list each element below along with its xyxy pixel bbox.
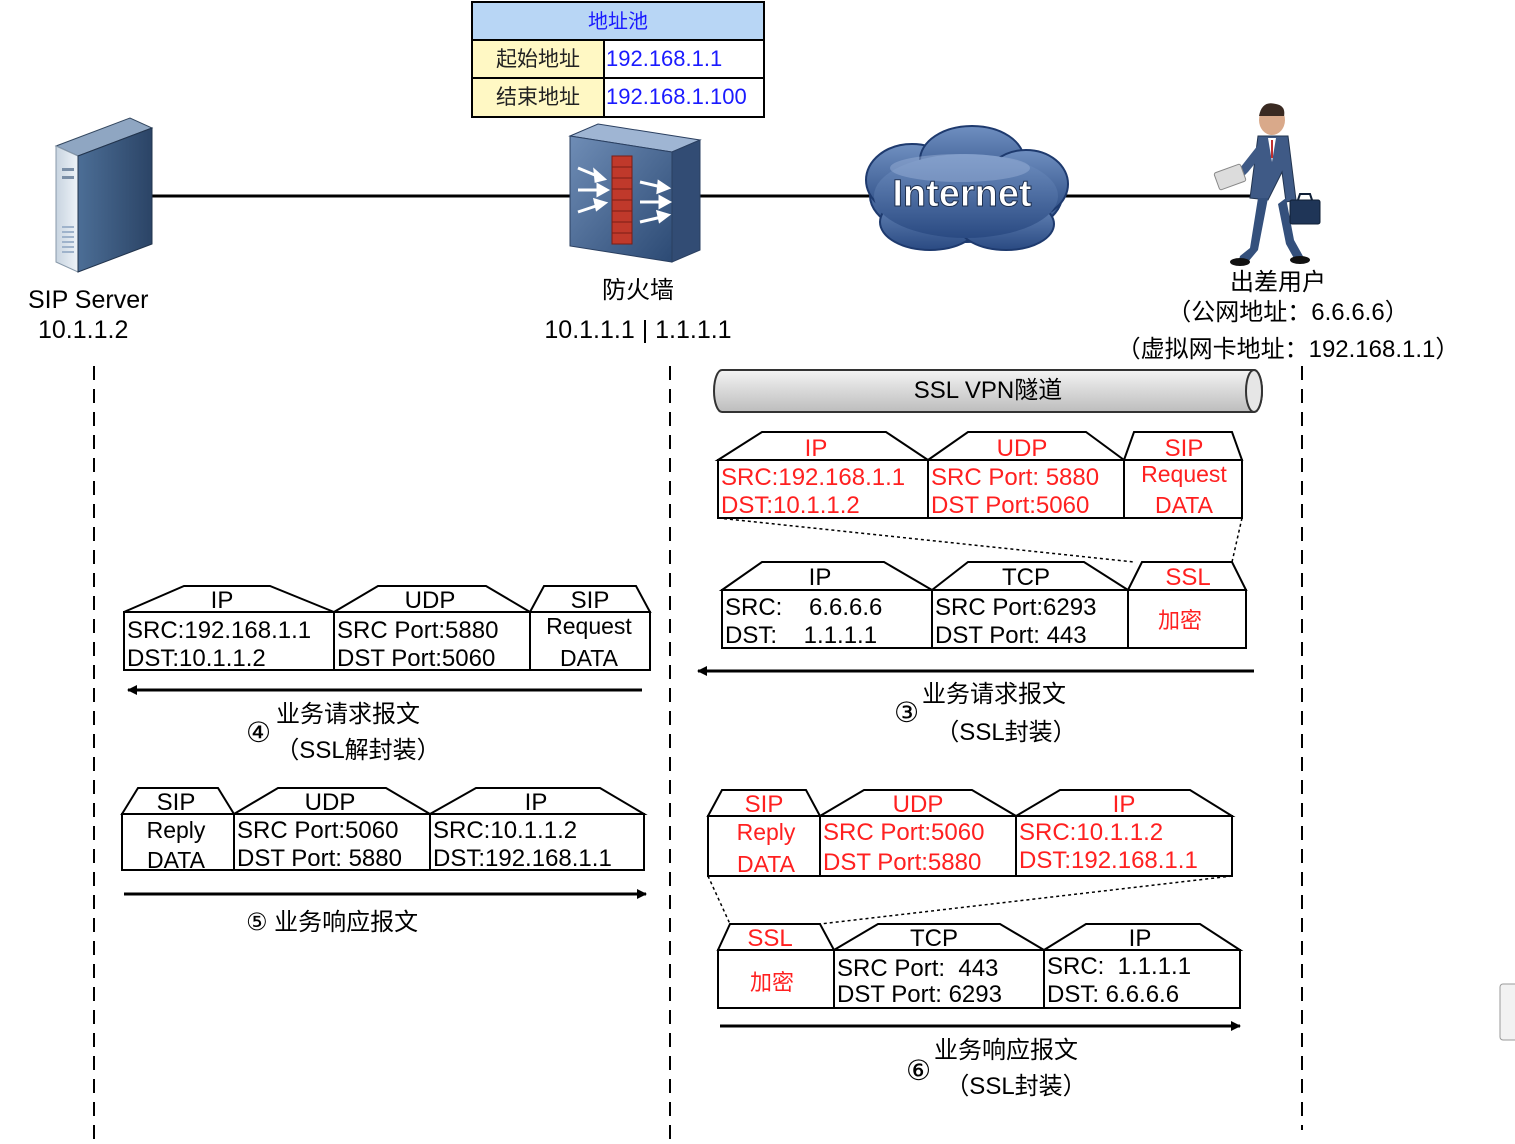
s5-udp-dst: DST Port: 5880 bbox=[237, 845, 402, 872]
s5-sip-l2: DATA bbox=[147, 847, 206, 873]
s4-ip-src: SRC:192.168.1.1 bbox=[127, 617, 311, 644]
s3-outer-tcp-dst: DST Port: 443 bbox=[935, 622, 1087, 649]
s6-outer-ip-title: IP bbox=[1129, 925, 1152, 952]
step3-caption2: （SSL封装） bbox=[935, 719, 1076, 746]
s4-udp-title: UDP bbox=[405, 587, 456, 614]
user-public-addr: （公网地址：6.6.6.6） bbox=[1167, 299, 1408, 326]
pool-start-label: 起始地址 bbox=[496, 48, 580, 71]
s3-udp-title: UDP bbox=[997, 435, 1048, 462]
step5-caption: ⑤ 业务响应报文 bbox=[246, 909, 418, 936]
s3-outer-tcp-title: TCP bbox=[1002, 564, 1050, 591]
s5-udp-src: SRC Port:5060 bbox=[237, 817, 398, 844]
s6-udp-dst: DST Port:5880 bbox=[823, 849, 981, 876]
edge-widget[interactable] bbox=[1499, 983, 1515, 1041]
step3-outer-packet bbox=[718, 561, 1248, 649]
s4-sip-l2: DATA bbox=[560, 645, 619, 671]
pool-start-value: 192.168.1.1 bbox=[606, 46, 722, 71]
s5-sip-title: SIP bbox=[157, 789, 196, 816]
s6-udp-title: UDP bbox=[893, 791, 944, 818]
s3-outer-ssl-title: SSL bbox=[1165, 564, 1210, 591]
s5-ip-dst: DST:192.168.1.1 bbox=[433, 845, 612, 872]
s6-sip-l2: DATA bbox=[737, 851, 796, 877]
firewall-name: 防火墙 bbox=[602, 277, 674, 304]
step3-num: ③ bbox=[894, 697, 919, 728]
pool-end-label: 结束地址 bbox=[496, 86, 580, 109]
s6-outer-tcp-dst: DST Port: 6293 bbox=[837, 981, 1002, 1008]
ssl-vpn-tunnel bbox=[713, 369, 1263, 413]
server-name: SIP Server bbox=[28, 286, 148, 314]
s3-sip-l1: Request bbox=[1141, 461, 1227, 487]
s6-ip-dst: DST:192.168.1.1 bbox=[1019, 847, 1198, 874]
s3-outer-ssl-body: 加密 bbox=[1158, 608, 1202, 633]
s3-outer-ip-src: SRC: 6.6.6.6 bbox=[725, 594, 882, 621]
s6-ip-title: IP bbox=[1113, 791, 1136, 818]
s6-ip-src: SRC:10.1.1.2 bbox=[1019, 819, 1163, 846]
step6-caption2: （SSL封装） bbox=[945, 1073, 1086, 1100]
s3-udp-src: SRC Port: 5880 bbox=[931, 464, 1099, 491]
s3-ip-dst: DST:10.1.1.2 bbox=[721, 492, 860, 519]
step4-caption2: （SSL解封装） bbox=[275, 737, 440, 764]
s4-udp-src: SRC Port:5880 bbox=[337, 617, 498, 644]
step4-num: ④ bbox=[246, 717, 271, 748]
step3-encap-guides bbox=[717, 517, 1243, 563]
step5-packet bbox=[120, 787, 648, 871]
s3-ip-src: SRC:192.168.1.1 bbox=[721, 464, 905, 491]
s6-sip-title: SIP bbox=[745, 791, 784, 818]
s4-ip-dst: DST:10.1.1.2 bbox=[127, 645, 266, 672]
internet-label: Internet bbox=[892, 173, 1032, 215]
s6-outer-tcp-title: TCP bbox=[910, 925, 958, 952]
step6-encap-guides bbox=[707, 875, 1233, 925]
address-pool-table: 地址池 起始地址 192.168.1.1 结束地址 192.168.1.100 bbox=[471, 1, 765, 118]
pool-end-value: 192.168.1.100 bbox=[606, 84, 747, 109]
server-tower-icon bbox=[54, 117, 154, 273]
firewall-ip: 10.1.1.1 | 1.1.1.1 bbox=[544, 316, 731, 344]
s5-ip-title: IP bbox=[525, 789, 548, 816]
s3-outer-ip-dst: DST: 1.1.1.1 bbox=[725, 622, 877, 649]
step6-inner-packet bbox=[706, 789, 1236, 877]
s6-outer-ssl-body: 加密 bbox=[750, 970, 794, 995]
server-ip: 10.1.1.2 bbox=[38, 316, 128, 344]
step4-caption1: 业务请求报文 bbox=[276, 701, 420, 728]
firewall-icon bbox=[568, 123, 702, 263]
internet-cloud-icon bbox=[865, 125, 1069, 251]
business-traveler-icon bbox=[1213, 103, 1321, 266]
s6-udp-src: SRC Port:5060 bbox=[823, 819, 984, 846]
step3-inner-packet bbox=[714, 431, 1244, 519]
s6-outer-tcp-src: SRC Port: 443 bbox=[837, 955, 998, 982]
step3-caption1: 业务请求报文 bbox=[922, 681, 1066, 708]
s3-udp-dst: DST Port:5060 bbox=[931, 492, 1089, 519]
s3-outer-tcp-src: SRC Port:6293 bbox=[935, 594, 1096, 621]
s6-outer-ssl-title: SSL bbox=[747, 925, 792, 952]
s4-sip-title: SIP bbox=[571, 587, 610, 614]
lifelines bbox=[93, 366, 1303, 1144]
s4-ip-title: IP bbox=[211, 587, 234, 614]
user-name: 出差用户 bbox=[1230, 269, 1326, 296]
s6-outer-ip-src: SRC: 1.1.1.1 bbox=[1047, 953, 1191, 980]
s4-udp-dst: DST Port:5060 bbox=[337, 645, 495, 672]
s3-ip-title: IP bbox=[805, 435, 828, 462]
step4-packet bbox=[123, 585, 652, 671]
s6-outer-ip-dst: DST: 6.6.6.6 bbox=[1047, 981, 1179, 1008]
s5-sip-l1: Reply bbox=[147, 817, 206, 843]
s3-sip-title: SIP bbox=[1165, 435, 1204, 462]
s5-udp-title: UDP bbox=[305, 789, 356, 816]
s4-sip-l1: Request bbox=[546, 613, 632, 639]
s3-sip-l2: DATA bbox=[1155, 492, 1214, 518]
step6-caption1: 业务响应报文 bbox=[934, 1037, 1078, 1064]
s5-ip-src: SRC:10.1.1.2 bbox=[433, 817, 577, 844]
s6-sip-l1: Reply bbox=[737, 819, 796, 845]
pool-title: 地址池 bbox=[588, 10, 648, 33]
user-virtual-addr: （虚拟网卡地址：192.168.1.1） bbox=[1117, 336, 1460, 363]
s3-outer-ip-title: IP bbox=[809, 564, 832, 591]
step6-outer-packet bbox=[716, 923, 1244, 1009]
tunnel-label: SSL VPN隧道 bbox=[914, 377, 1063, 404]
step6-num: ⑥ bbox=[906, 1055, 931, 1086]
